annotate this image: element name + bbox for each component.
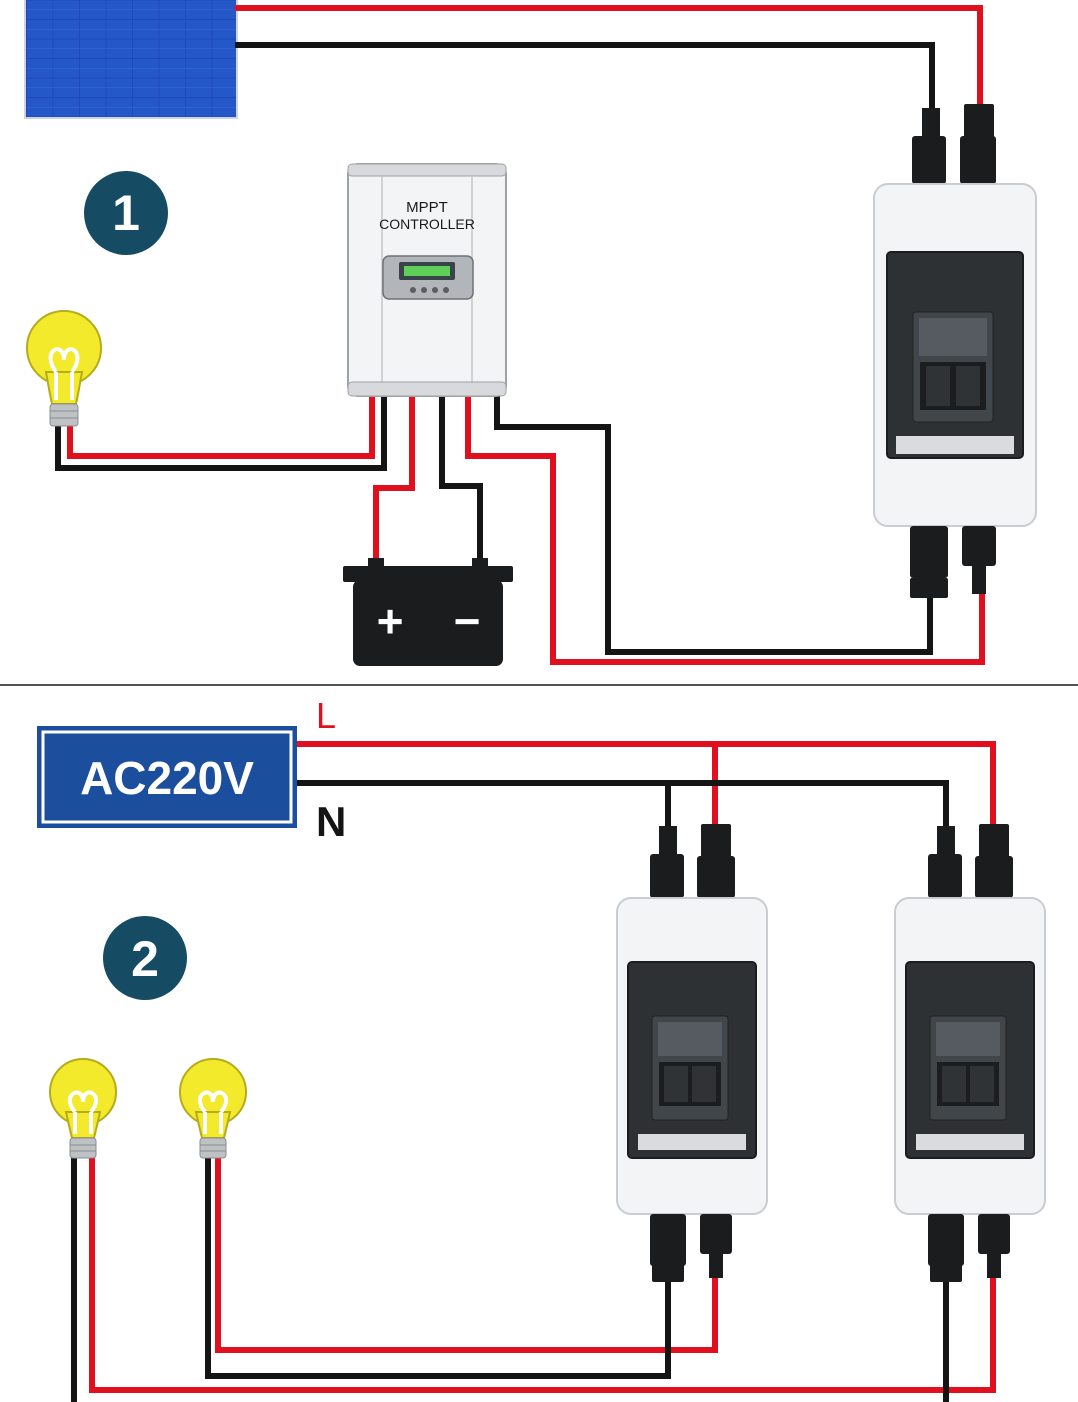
ac-neutral-wire: [295, 780, 949, 831]
battery-positive-wire: [373, 395, 415, 563]
step-number-1: 1: [112, 185, 140, 241]
breaker-box-icon: [873, 104, 1037, 598]
ac-live-wire: [295, 741, 996, 829]
controller-label-line1: MPPT: [406, 199, 448, 216]
bulb2-negative-wire: [205, 1153, 671, 1379]
lightbulb-icon: [49, 1058, 117, 1159]
pv-positive-wire: [235, 5, 983, 113]
battery-minus-sign: −: [454, 595, 481, 647]
battery-plus-sign: +: [377, 595, 404, 647]
ac-source-box: AC220V: [37, 726, 297, 828]
controller-label-line2: CONTROLLER: [379, 216, 475, 232]
breaker-box-icon: [894, 824, 1046, 1282]
ac-source-label: AC220V: [80, 752, 254, 804]
lightbulb-icon: [179, 1058, 247, 1159]
step-badge-1: 1: [84, 171, 168, 255]
pv-in-negative-wire: [494, 395, 933, 655]
neutral-label: N: [316, 798, 346, 845]
bulb1-positive-wire: [89, 1153, 996, 1393]
battery-icon: + −: [343, 558, 513, 666]
solar-panel-icon: [24, 0, 238, 119]
bulb2-positive-wire: [215, 1153, 718, 1353]
controller-display: [382, 255, 474, 300]
pv-negative-wire: [235, 42, 935, 115]
load-negative-wire: [55, 392, 387, 471]
live-label: L: [316, 695, 336, 736]
breaker-box-icon: [616, 824, 768, 1282]
step-number-2: 2: [131, 931, 159, 987]
mppt-controller-icon: MPPT CONTROLLER: [347, 163, 507, 397]
battery-negative-wire: [439, 395, 483, 563]
step-badge-2: 2: [103, 916, 187, 1000]
lightbulb-icon: [26, 310, 102, 427]
pv-in-positive-wire: [465, 395, 985, 665]
load-positive-wire: [67, 392, 375, 459]
